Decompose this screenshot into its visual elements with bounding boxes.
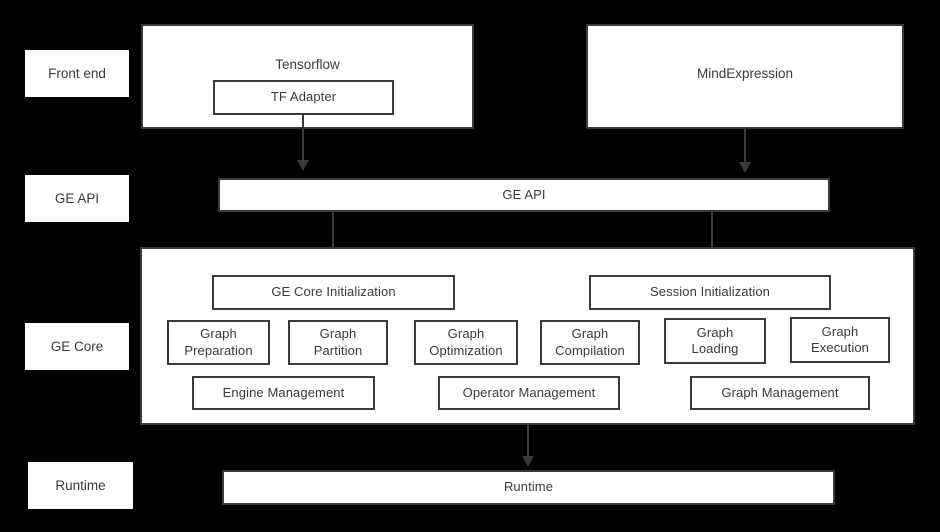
graph-management-label: Graph Management (721, 384, 839, 400)
graph-partition-label: Graph Partition (313, 326, 363, 358)
ge-api-bar-label: GE API (502, 186, 546, 202)
graph-execution-box[interactable]: Graph Execution (790, 317, 890, 363)
operator-management-box[interactable]: Operator Management (438, 376, 620, 410)
graph-preparation-box[interactable]: Graph Preparation (167, 320, 270, 365)
graph-optimization-box[interactable]: Graph Optimization (414, 320, 518, 365)
graph-management-box[interactable]: Graph Management (690, 376, 870, 410)
ge-api-bar[interactable]: GE API (218, 178, 830, 212)
layer-label-ge-api: GE API (25, 175, 129, 222)
mindexpression-title: MindExpression (696, 66, 794, 81)
layer-label-ge-api-text: GE API (54, 191, 100, 206)
layer-label-runtime: Runtime (28, 462, 133, 509)
connector-ge-api-to-session-init (711, 211, 713, 264)
engine-management-box[interactable]: Engine Management (192, 376, 375, 410)
tf-adapter-label: TF Adapter (270, 89, 337, 105)
graph-execution-label: Graph Execution (811, 323, 869, 355)
connector-mindexpression-to-ge-api-arrowhead (739, 162, 751, 173)
layer-label-front-end-text: Front end (48, 66, 106, 81)
ge-core-initialization-box[interactable]: GE Core Initialization (212, 275, 455, 310)
session-initialization-label: Session Initialization (650, 284, 770, 300)
tensorflow-title: Tensorflow (275, 57, 340, 72)
ge-core-initialization-label: GE Core Initialization (271, 284, 396, 300)
connector-ge-api-to-ge-core-init (332, 211, 334, 264)
engine-management-label: Engine Management (222, 384, 345, 400)
runtime-bar[interactable]: Runtime (222, 470, 835, 505)
layer-label-ge-core: GE Core (25, 323, 129, 370)
connector-ge-core-to-runtime (527, 424, 529, 458)
graph-loading-box[interactable]: Graph Loading (664, 318, 766, 364)
layer-label-runtime-text: Runtime (55, 478, 106, 493)
runtime-bar-label: Runtime (503, 479, 554, 495)
connector-tf-adapter-to-ge-api-arrowhead (297, 160, 309, 171)
graph-partition-box[interactable]: Graph Partition (288, 320, 388, 365)
graph-optimization-label: Graph Optimization (429, 326, 503, 358)
layer-label-ge-core-text: GE Core (50, 339, 104, 354)
layer-label-front-end: Front end (25, 50, 129, 97)
connector-mindexpression-to-ge-api (744, 129, 746, 165)
mindexpression-container: MindExpression (586, 24, 904, 129)
tf-adapter-box[interactable]: TF Adapter (213, 80, 394, 115)
graph-loading-label: Graph Loading (691, 324, 739, 356)
operator-management-label: Operator Management (462, 384, 596, 400)
connector-tf-adapter-to-ge-api (302, 115, 304, 163)
session-initialization-box[interactable]: Session Initialization (589, 275, 831, 310)
graph-compilation-label: Graph Compilation (555, 326, 625, 358)
connector-ge-core-to-runtime-arrowhead (522, 456, 534, 467)
graph-preparation-label: Graph Preparation (184, 326, 253, 358)
graph-compilation-box[interactable]: Graph Compilation (540, 320, 640, 365)
